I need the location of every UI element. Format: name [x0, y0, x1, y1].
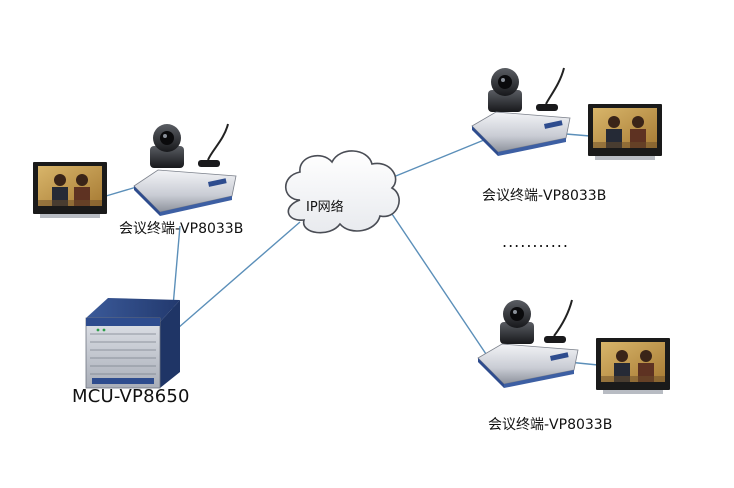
camera-icon [500, 300, 534, 344]
left-terminal [133, 123, 237, 216]
ip-network-cloud [284, 150, 400, 234]
camera-icon [150, 124, 184, 168]
more-terminals-ellipsis: ........... [502, 232, 569, 251]
camera-icon [488, 68, 522, 112]
terminal-label-left: 会议终端-VP8033B [119, 221, 244, 237]
link-cloud-bottom-right-terminal [391, 213, 487, 355]
mcu-chassis [85, 298, 180, 389]
cloud-shape [284, 150, 400, 234]
top-right-terminal [471, 67, 571, 156]
codec-unit [471, 111, 571, 156]
link-cloud-top-right-terminal [385, 139, 485, 181]
microphone-icon [536, 67, 565, 111]
mcu-label: MCU-VP8650 [72, 386, 190, 407]
bottom-right-terminal [477, 299, 579, 388]
cloud-label: IP网络 [306, 200, 344, 215]
link-tr-monitor-terminal [565, 133, 591, 137]
bottom-right-monitor [596, 338, 670, 394]
link-mcu-cloud [177, 221, 301, 329]
microphone-icon [544, 299, 573, 343]
top-right-monitor [588, 104, 662, 160]
network-links [105, 133, 599, 366]
microphone-icon [198, 123, 229, 167]
terminal-label-top-right: 会议终端-VP8033B [482, 188, 607, 204]
mcu-slots [90, 333, 156, 375]
left-monitor [33, 162, 107, 218]
codec-unit [477, 343, 579, 388]
codec-unit [133, 169, 237, 216]
terminal-label-bottom-right: 会议终端-VP8033B [488, 417, 613, 433]
